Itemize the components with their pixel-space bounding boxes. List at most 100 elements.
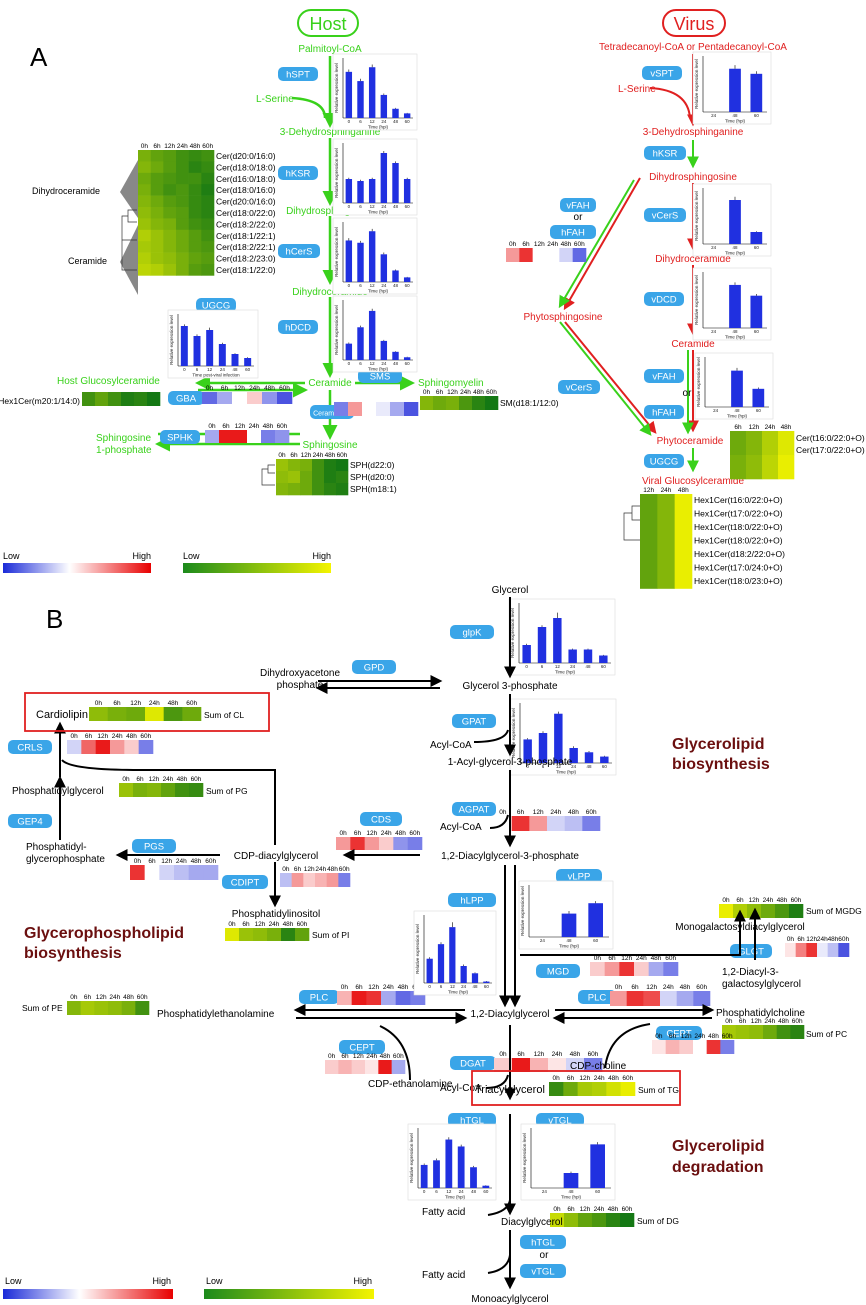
heatmap-cept2-time: 24h: [694, 1033, 705, 1040]
bar-ugcg-12: [206, 330, 214, 366]
bar-vtgl-60: [590, 1144, 605, 1188]
bar-hspt-12: [368, 67, 376, 118]
heatmap-pg-time: 12h: [149, 776, 160, 783]
heatmap-tg-time: 0h: [553, 1075, 561, 1082]
heatmap-pe-cell: [108, 1001, 122, 1015]
enzyme-crls-label: CRLS: [17, 743, 42, 754]
bar-glpk-60: [599, 655, 608, 663]
enzyme-ugcg2: UGCG: [644, 454, 684, 468]
enzyme-cdipt-badge: [222, 875, 268, 889]
metabolite-tetradecanoyl-coa: Tetradecanoyl-CoA or Pentadecanoyl-CoA: [599, 42, 787, 53]
tick-vspt-48: 48: [732, 113, 738, 118]
heatmap-hex1cer-cell: [108, 392, 122, 406]
heatmap-hfah-cell: [519, 248, 533, 262]
heatmap-sph-time: 0h: [278, 452, 286, 459]
bar-glpk-24: [568, 649, 577, 663]
group-label-dihydroceramide: Dihydroceramide: [32, 186, 100, 196]
virus-header: Virus: [674, 14, 715, 34]
bar-hlpp-12: [449, 927, 456, 983]
heatmap-vgc-time: 48h: [678, 487, 689, 494]
heatmap-hex1cer-cell: [147, 392, 161, 406]
heatmap-plc1-cell: [366, 991, 382, 1005]
heatmap-cdipt-cell: [303, 873, 316, 887]
tick-hdcd-12: 12: [370, 361, 376, 366]
heatmap-pc-cell: [749, 1025, 764, 1039]
ceramide-row-label: Cer(d18:1/22:1): [216, 231, 276, 241]
heatmap-pi-cell: [281, 928, 296, 941]
heatmap-plc2-time: 0h: [615, 984, 623, 991]
bar-chart-glpk-ylabel: Relative expression level: [510, 608, 515, 658]
heatmap-sms-ceramidase-cell: [376, 402, 391, 416]
enzyme-ugcg-badge: [196, 298, 236, 312]
heatmap-glgt-cell: [838, 943, 850, 957]
panel-a-label: A: [30, 42, 48, 72]
enzyme-mgd-label: MGD: [547, 967, 569, 978]
metabolite-cdpcho: CDP-choline: [570, 1061, 627, 1072]
heatmap-crls-time: 12h: [97, 733, 108, 740]
metabolite-viral-l-serine: L-Serine: [618, 84, 656, 95]
title-glycerolipid-biosynthesis-2: biosynthesis: [672, 756, 770, 773]
heatmap-sm-cell: [446, 396, 460, 410]
tick-vcers-24: 24: [711, 245, 717, 250]
sph-row-label: SPH(m18:1): [350, 484, 397, 494]
bar-glpk-12: [553, 618, 562, 663]
heatmap-ceramide-cell: [163, 252, 177, 265]
heatmap-sphk-time: 60h: [277, 423, 288, 430]
heatmap-sph-cell: [276, 459, 289, 472]
sph-row-label: SPH(d22:0): [350, 460, 395, 470]
sum-label-pe: Sum of PE: [22, 1003, 63, 1013]
heatmap-gba-time: 0h: [206, 385, 214, 392]
enzyme-vdcd-label: vDCD: [651, 295, 676, 306]
heatmap-sph-cell: [300, 471, 313, 484]
heatmap-crls-time: 6h: [85, 733, 93, 740]
enzyme-hcers-badge: [278, 244, 320, 258]
enzyme-sms-badge: [358, 369, 402, 383]
bar-glpk-0: [522, 645, 531, 663]
tick-hspt-12: 12: [370, 119, 376, 124]
title-glycerolipid-biosynthesis-1: Glycerolipid: [672, 736, 764, 753]
metabolite-viral-glucosylceramide: Viral Glucosylceramide: [642, 476, 745, 487]
heatmap-dg-time: 60h: [622, 1206, 633, 1213]
enzyme-hfah1-badge: [550, 225, 596, 239]
heatmap-crls-time: 0h: [71, 733, 79, 740]
heatmap-ceramide-cell: [150, 172, 164, 185]
heatmap-cl-cell: [145, 707, 164, 721]
heatmap-hex1cer: [82, 392, 161, 406]
heatmap-sph-time: 12h: [301, 452, 312, 459]
bar-vdcd-60: [750, 295, 763, 328]
heatmap-mgdg-time: 6h: [736, 897, 744, 904]
heatmap-cdipt-time: 0h: [282, 866, 290, 873]
heatmap-plc2-cell: [610, 991, 627, 1006]
bar-chart-ugcg-xlabel: Time post-viral infection: [192, 373, 240, 378]
bar-hspt-6: [357, 81, 364, 118]
bar-chart-vspt-ylabel: Relative expression level: [694, 59, 699, 109]
enzyme-hspt: hSPT: [278, 67, 318, 81]
enzyme-vfah1: vFAH: [560, 198, 596, 212]
arrow-fa1: [487, 1199, 511, 1216]
dendrogram-ceramide: [121, 209, 137, 271]
heatmap-agpat-cell: [529, 816, 548, 831]
heatmap-cdipt-cell: [338, 873, 351, 887]
enzyme-hfah1: hFAH: [550, 225, 596, 239]
heatmap-ceramide-cell: [176, 172, 189, 185]
tick-vspt-60: 60: [754, 113, 760, 118]
heatmap-crls-cell: [110, 740, 125, 754]
heatmap-vgc-cell: [674, 575, 693, 589]
bar-chart-hksr-xlabel: Time (hpi): [368, 210, 389, 215]
heatmap-plc2-time: 6h: [631, 984, 639, 991]
metabolite-mgdg: Monogalactosyldiacylglycerol: [675, 922, 805, 933]
heatmap-ceramide-cell: [176, 161, 189, 174]
tick-vtgl-24: 24: [542, 1189, 548, 1194]
heatmap-ceramide-cell: [163, 172, 177, 185]
heatmap-mgdg-cell: [789, 904, 804, 918]
heatmap-sphk-cell: [233, 430, 248, 443]
heatmap-ceramide-cell: [188, 252, 202, 265]
bar-hlpp-0: [426, 958, 433, 983]
enzyme-hksr-label: hKSR: [286, 169, 311, 180]
tick-hspt-60: 60: [405, 119, 411, 124]
enzyme-cds-badge: [360, 812, 402, 826]
